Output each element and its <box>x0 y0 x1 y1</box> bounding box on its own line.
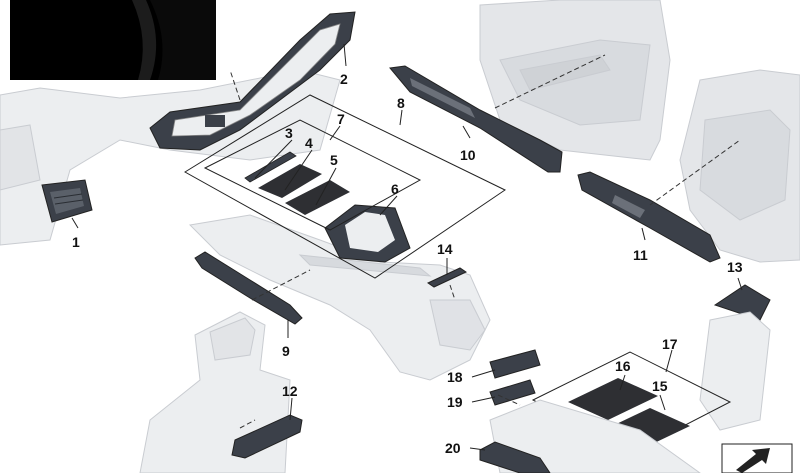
callout-3: 3 <box>285 125 293 141</box>
part-air-vent <box>41 179 93 223</box>
group-box-8 <box>184 94 506 279</box>
assembly-lines <box>229 54 741 429</box>
rear-door-ghost <box>679 69 800 263</box>
callout-labels: 1 2 3 4 5 6 7 8 9 10 11 12 13 14 15 16 1… <box>72 71 743 456</box>
callout-12: 12 <box>282 383 298 399</box>
front-door-ghost <box>479 0 671 161</box>
callout-15: 15 <box>652 378 668 394</box>
part-mat-4 <box>258 164 322 198</box>
callout-11: 11 <box>633 247 648 263</box>
callout-13: 13 <box>727 259 743 275</box>
part-trim-19 <box>489 379 536 406</box>
rear-console-ghost <box>699 311 771 431</box>
callout-19: 19 <box>447 394 463 410</box>
group-box-7 <box>203 119 422 231</box>
part-shifter-trim <box>324 204 411 263</box>
callout-2: 2 <box>340 71 348 87</box>
callout-8: 8 <box>397 95 405 111</box>
inset-photo <box>10 0 216 80</box>
callout-14: 14 <box>437 241 453 257</box>
part-console-side-trim <box>194 251 303 325</box>
seat-ghost <box>139 311 291 473</box>
callout-17: 17 <box>662 336 678 352</box>
callout-10: 10 <box>460 147 476 163</box>
part-console-strip <box>426 267 468 288</box>
callout-7: 7 <box>337 111 345 127</box>
callout-1: 1 <box>72 234 80 250</box>
leader-lines <box>71 43 743 451</box>
center-console-ghost <box>188 214 491 381</box>
callout-5: 5 <box>330 152 338 168</box>
callout-20: 20 <box>445 440 461 456</box>
part-mat-16 <box>568 378 658 420</box>
callout-16: 16 <box>615 358 631 374</box>
part-trim-18 <box>489 349 541 379</box>
callout-6: 6 <box>391 181 399 197</box>
part-rear-door-trim <box>577 171 721 263</box>
part-mat-5 <box>285 180 350 215</box>
callout-4: 4 <box>305 135 313 151</box>
part-front-door-trim <box>389 65 563 173</box>
callout-9: 9 <box>282 343 290 359</box>
orientation-arrow-icon <box>721 443 793 473</box>
part-trim-20 <box>479 441 551 473</box>
callout-18: 18 <box>447 369 463 385</box>
part-dashboard-trim <box>149 11 356 151</box>
